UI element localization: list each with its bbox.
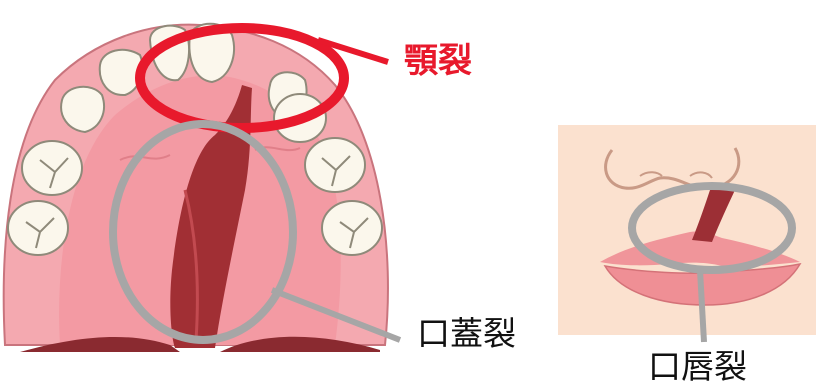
palate-cleft-label: 口蓋裂 — [417, 317, 516, 350]
upper-jaw-illustration — [4, 24, 388, 352]
jaw-cleft-label: 顎裂 — [404, 44, 472, 78]
lip-cleft-leader — [700, 270, 704, 342]
lip-cleft-label: 口唇裂 — [648, 350, 747, 383]
lip-illustration — [558, 125, 816, 335]
